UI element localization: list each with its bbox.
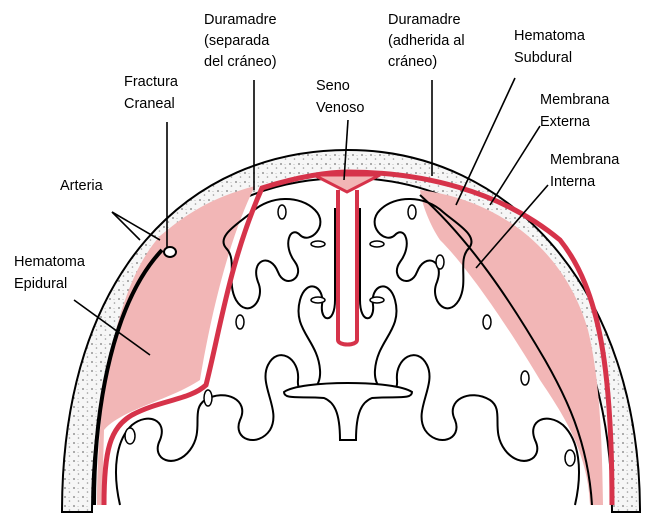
label-outer-membrane-2: Externa bbox=[540, 114, 591, 130]
label-dura-separated: Duramadre (separada del cráneo) bbox=[204, 12, 281, 70]
label-skull-fracture-1: Fractura bbox=[124, 74, 179, 90]
label-dura-separated-2: (separada bbox=[204, 33, 270, 49]
label-epidural-hematoma: Hematoma Epidural bbox=[14, 254, 89, 292]
label-inner-membrane-1: Membrana bbox=[550, 152, 620, 168]
label-outer-membrane: Membrana Externa bbox=[540, 92, 613, 130]
label-inner-membrane-2: Interna bbox=[550, 174, 596, 190]
label-subdural-hematoma: Hematoma Subdural bbox=[514, 28, 589, 66]
label-artery: Arteria bbox=[60, 178, 104, 194]
artery-cross-section bbox=[164, 247, 176, 257]
label-dura-separated-3: del cráneo) bbox=[204, 54, 277, 70]
label-subdural-hematoma-1: Hematoma bbox=[514, 28, 586, 44]
label-epidural-hematoma-2: Epidural bbox=[14, 276, 67, 292]
venous-sinus bbox=[314, 175, 380, 192]
label-outer-membrane-1: Membrana bbox=[540, 92, 610, 108]
label-artery-1: Arteria bbox=[60, 178, 104, 194]
label-venous-sinus-1: Seno bbox=[316, 78, 350, 94]
label-venous-sinus-2: Venoso bbox=[316, 100, 364, 116]
label-dura-separated-1: Duramadre bbox=[204, 12, 277, 28]
label-epidural-hematoma-1: Hematoma bbox=[14, 254, 86, 270]
epidural-hematoma bbox=[97, 186, 255, 505]
ventricle-shape bbox=[284, 383, 412, 440]
label-dura-adhered-2: (adherida al bbox=[388, 33, 465, 49]
label-venous-sinus: Seno Venoso bbox=[316, 78, 364, 116]
label-dura-adhered: Duramadre (adherida al cráneo) bbox=[388, 12, 469, 70]
label-dura-adhered-3: cráneo) bbox=[388, 54, 437, 70]
label-skull-fracture-2: Craneal bbox=[124, 96, 175, 112]
label-skull-fracture: Fractura Craneal bbox=[124, 74, 182, 112]
label-subdural-hematoma-2: Subdural bbox=[514, 50, 572, 66]
label-inner-membrane: Membrana Interna bbox=[550, 152, 623, 190]
falx-cerebri bbox=[338, 190, 357, 345]
label-dura-adhered-1: Duramadre bbox=[388, 12, 461, 28]
